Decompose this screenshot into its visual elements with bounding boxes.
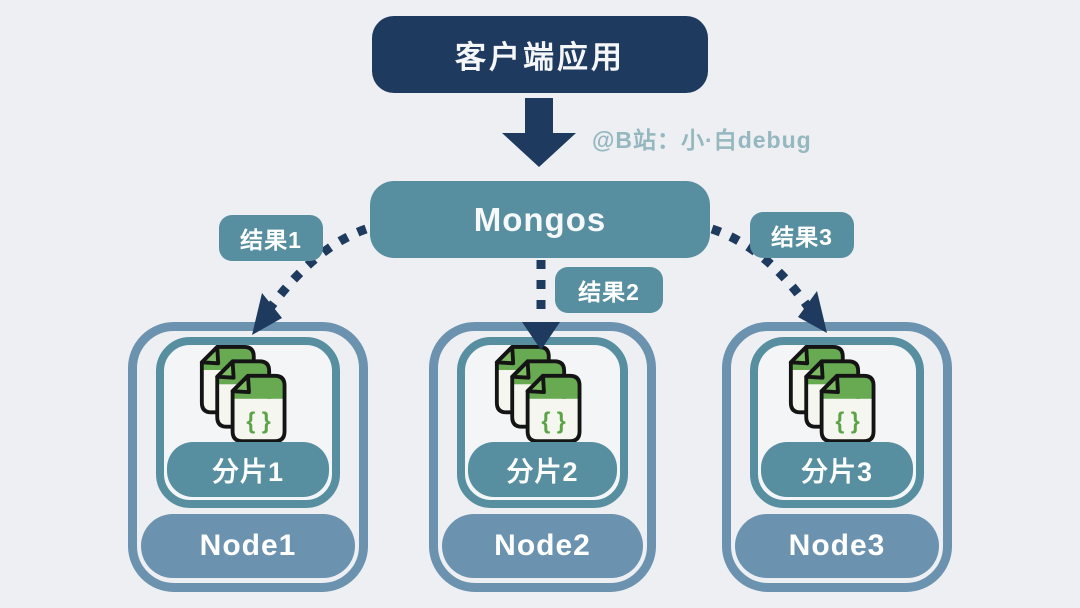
braces-glyph: { } (541, 408, 565, 434)
shard-3-label: 分片3 (800, 457, 874, 487)
doc-front: { } (230, 373, 287, 444)
shard-2-bar: 分片2 (468, 442, 617, 497)
node-1-shard-box: { } 分片1 (156, 337, 340, 508)
doc-front: { } (525, 373, 581, 444)
mongos-label: Mongos (473, 200, 607, 238)
node-1-doc-area: { } (167, 345, 329, 444)
result-3-pill: 结果3 (750, 212, 854, 258)
result-2-pill: 结果2 (555, 267, 663, 313)
shard-1-bar: 分片1 (167, 442, 329, 497)
document-stack-icon: { } (788, 345, 876, 444)
node-3-shard-box: { } 分片3 (750, 337, 924, 508)
node-2-doc-area: { } (468, 345, 617, 444)
node-3-doc-area: { } (761, 345, 913, 444)
mongos-box: Mongos (370, 181, 710, 258)
result-2-label: 结果2 (578, 279, 640, 305)
result-1-pill: 结果1 (219, 215, 323, 261)
braces-glyph: { } (835, 408, 859, 434)
node-1-container: { } 分片1 Node1 (128, 322, 368, 592)
node-3-label: Node3 (788, 529, 886, 562)
client-to-mongos-arrow (502, 98, 576, 167)
result-1-label: 结果1 (240, 227, 302, 253)
node-1-bar: Node1 (141, 514, 355, 578)
node-2-label: Node2 (494, 529, 591, 562)
client-app-box: 客户端应用 (372, 16, 708, 93)
watermark-text: @B站：小·白debug (592, 127, 812, 153)
shard-2-label: 分片2 (506, 457, 579, 487)
node-1-label: Node1 (199, 529, 297, 562)
result-3-label: 结果3 (771, 224, 833, 250)
node-2-shard-box: { } 分片2 (457, 337, 628, 508)
node-2-container: { } 分片2 Node2 (429, 322, 656, 592)
doc-front: { } (819, 373, 876, 444)
client-app-label: 客户端应用 (455, 40, 625, 75)
shard-1-label: 分片1 (211, 457, 285, 487)
document-stack-icon: { } (199, 345, 287, 444)
node-3-container: { } 分片3 Node3 (722, 322, 952, 592)
node-3-bar: Node3 (735, 514, 939, 578)
node-2-bar: Node2 (442, 514, 643, 578)
document-stack-icon: { } (494, 345, 581, 444)
shard-3-bar: 分片3 (761, 442, 913, 497)
braces-glyph: { } (246, 408, 270, 434)
